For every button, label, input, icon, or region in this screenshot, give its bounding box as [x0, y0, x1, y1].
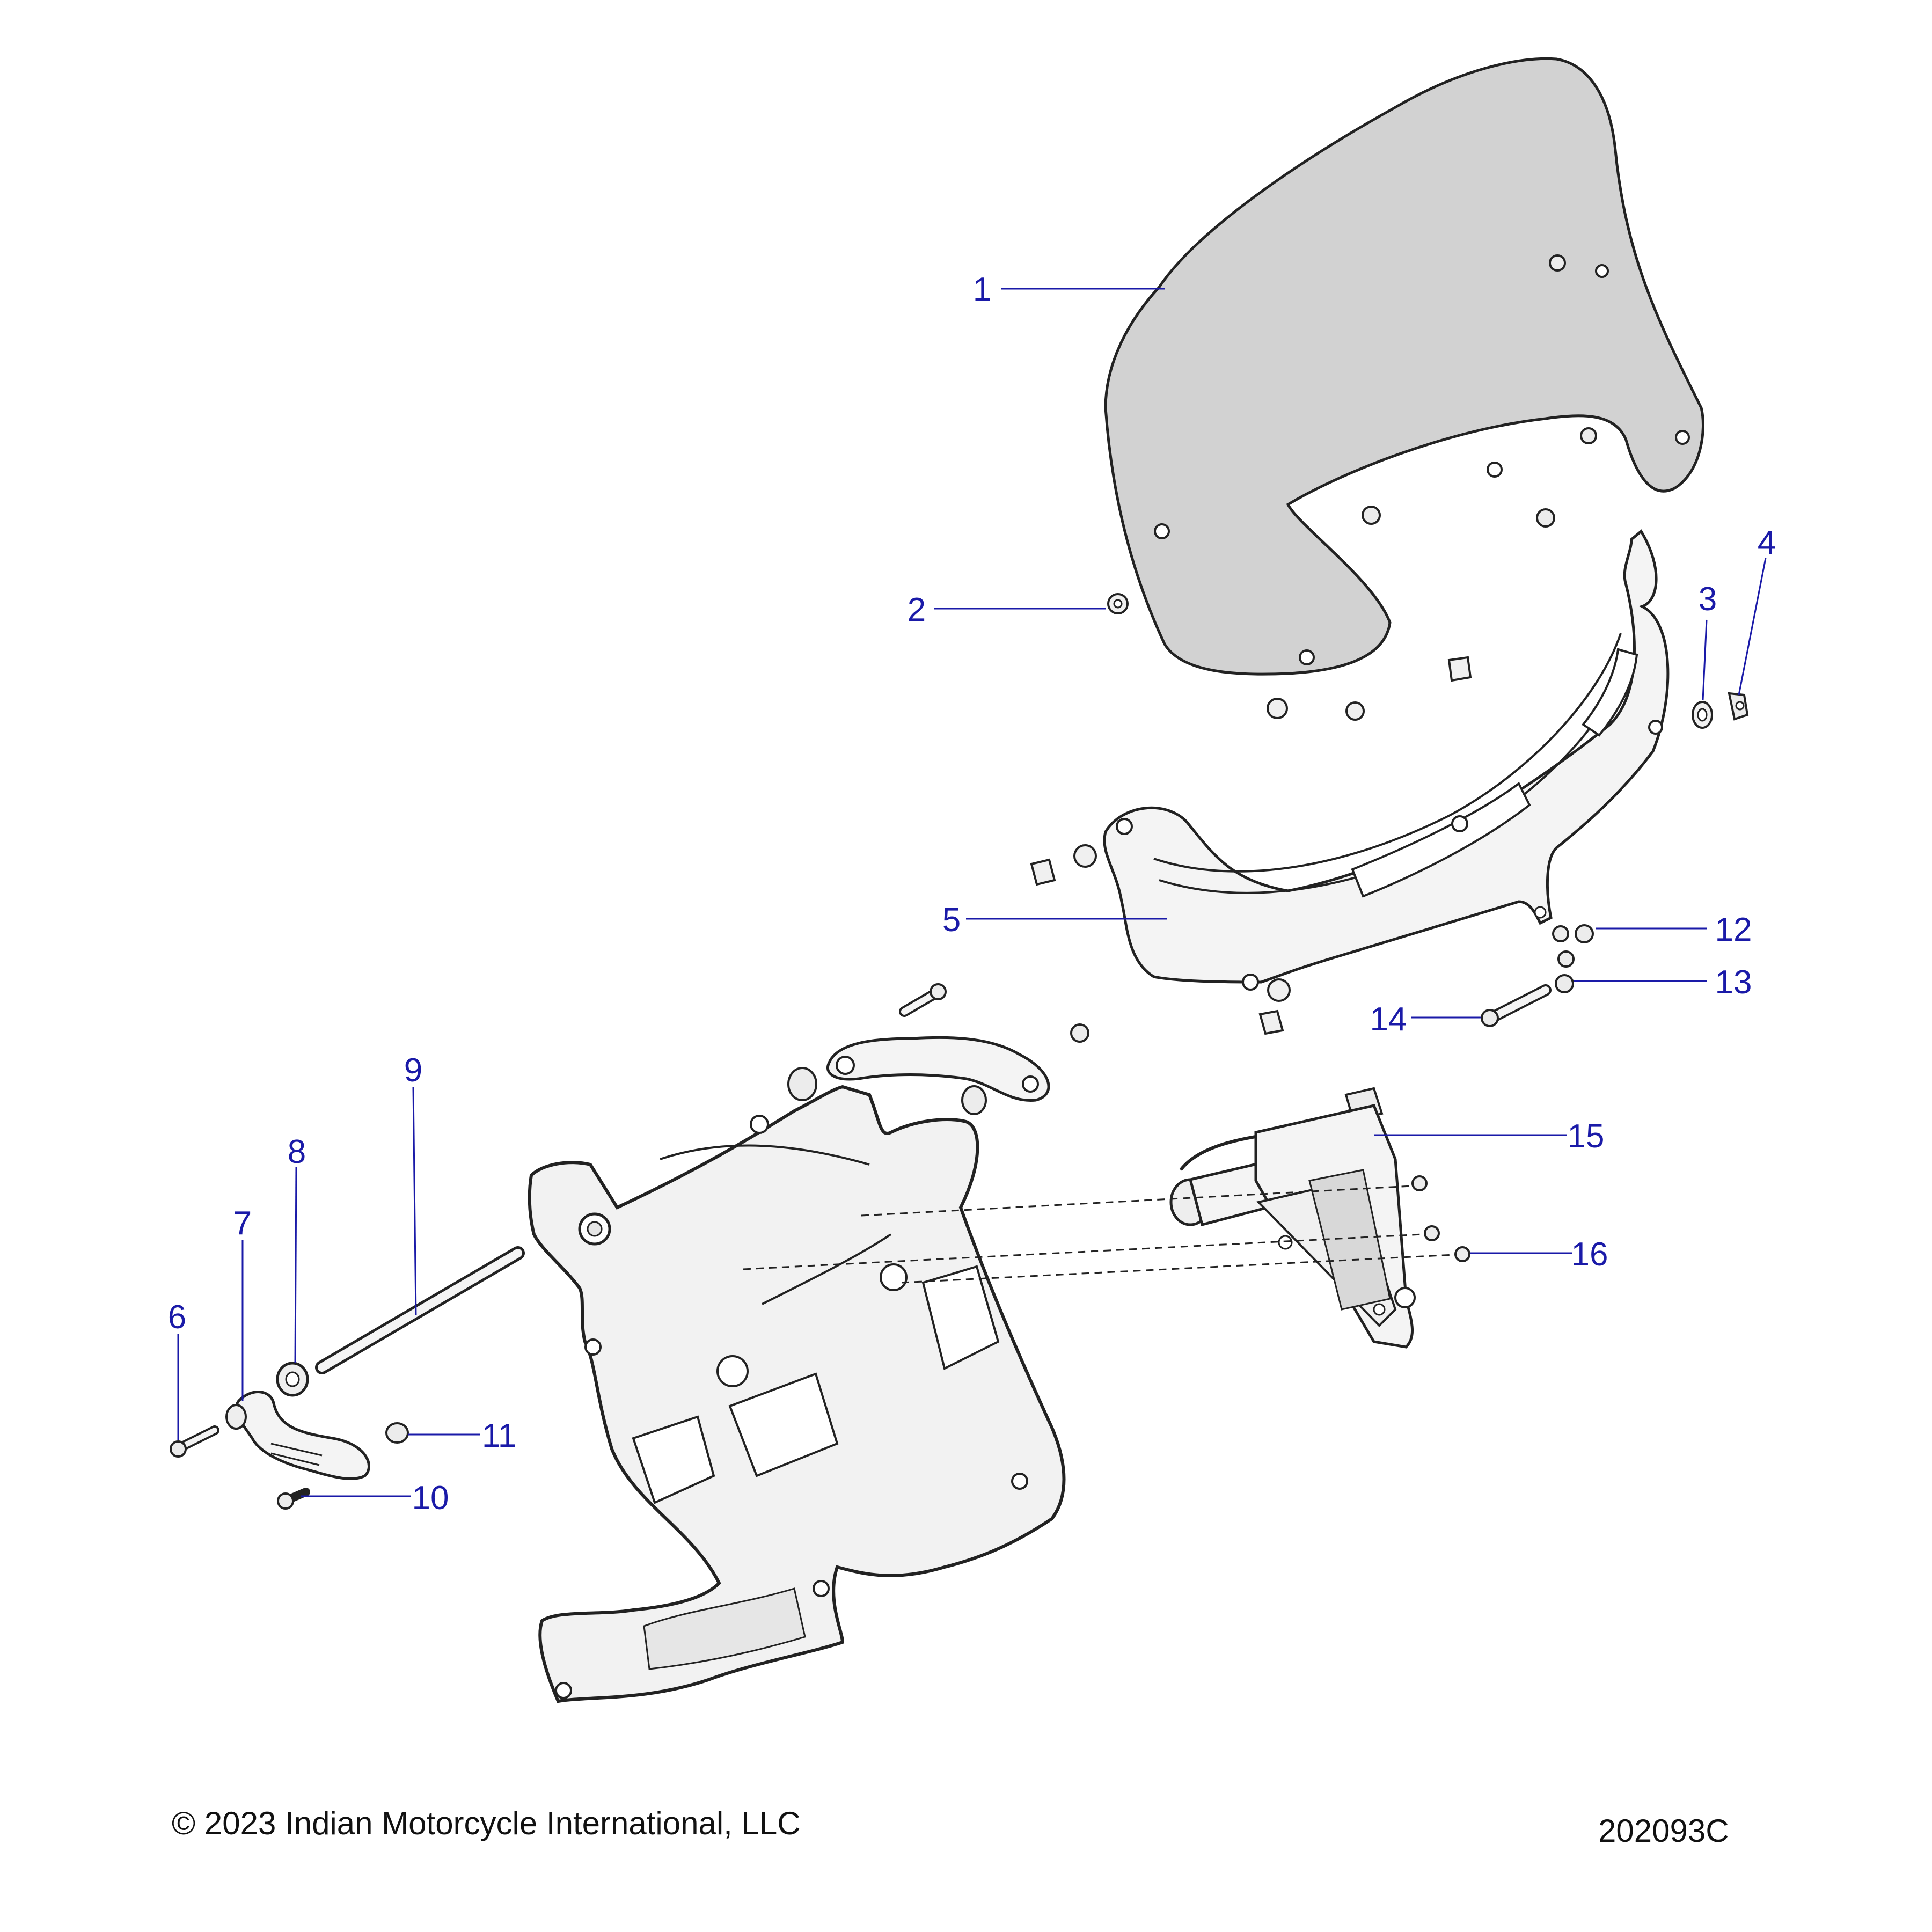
- callout-15: 15: [1568, 1118, 1605, 1155]
- bushing-part-8: [276, 1362, 309, 1397]
- windshield-screws: [1362, 254, 1597, 528]
- nut-part-11: [385, 1422, 409, 1444]
- clip-nut-part-4: [1728, 692, 1749, 721]
- callout-14: 14: [1370, 1001, 1407, 1038]
- callout-1: 1: [973, 271, 991, 308]
- alignment-lines: [743, 1185, 1455, 1284]
- copyright-notice: © 2023 Indian Motorcycle International, …: [172, 1805, 801, 1841]
- document-number: 202093C: [1598, 1813, 1729, 1849]
- fastener-part-13: [1555, 950, 1575, 993]
- leader-8: [294, 1167, 297, 1364]
- bolt-part-10: [277, 1488, 310, 1510]
- leader-lines: [177, 288, 1767, 1497]
- callout-13: 13: [1715, 964, 1752, 1001]
- fairing-support-frame: [528, 1085, 1066, 1703]
- callout-12: 12: [1715, 911, 1752, 948]
- bolt-part-6: [170, 1425, 219, 1458]
- callout-11: 11: [482, 1417, 516, 1454]
- washer-part-3: [1692, 701, 1713, 729]
- actuator-motor-part-15: [1169, 1087, 1416, 1349]
- link-arm-part-7: [225, 1391, 370, 1480]
- bolt-part-14: [1481, 984, 1552, 1027]
- callout-9: 9: [404, 1052, 422, 1089]
- callout-8: 8: [288, 1133, 306, 1170]
- callout-7: 7: [233, 1205, 252, 1242]
- leader-4: [1738, 558, 1767, 696]
- frame-arm: [826, 1036, 1050, 1102]
- callout-2: 2: [908, 591, 926, 628]
- washer-part-2: [1107, 593, 1129, 614]
- screws-part-16: [1411, 1175, 1470, 1262]
- bracket-hardware: [1030, 656, 1472, 1035]
- callout-6: 6: [168, 1299, 186, 1336]
- callout-3: 3: [1699, 581, 1717, 618]
- callout-4: 4: [1758, 524, 1776, 561]
- callout-5: 5: [942, 902, 961, 939]
- callout-10: 10: [412, 1480, 449, 1517]
- leader-9: [412, 1086, 417, 1315]
- fastener-part-12: [1552, 924, 1594, 943]
- leader-3: [1702, 619, 1708, 701]
- frame-arm-bolts: [787, 983, 1089, 1115]
- windshield-bracket-part-5: [1103, 529, 1670, 991]
- pivot-shaft-part-9: [315, 1246, 525, 1374]
- windshield-part: [1104, 57, 1704, 676]
- callout-16: 16: [1571, 1236, 1608, 1273]
- callout-numbers: 1 2 3 4 5 6 7 8 9 10 11 12 13 14 15 16: [168, 271, 1776, 1517]
